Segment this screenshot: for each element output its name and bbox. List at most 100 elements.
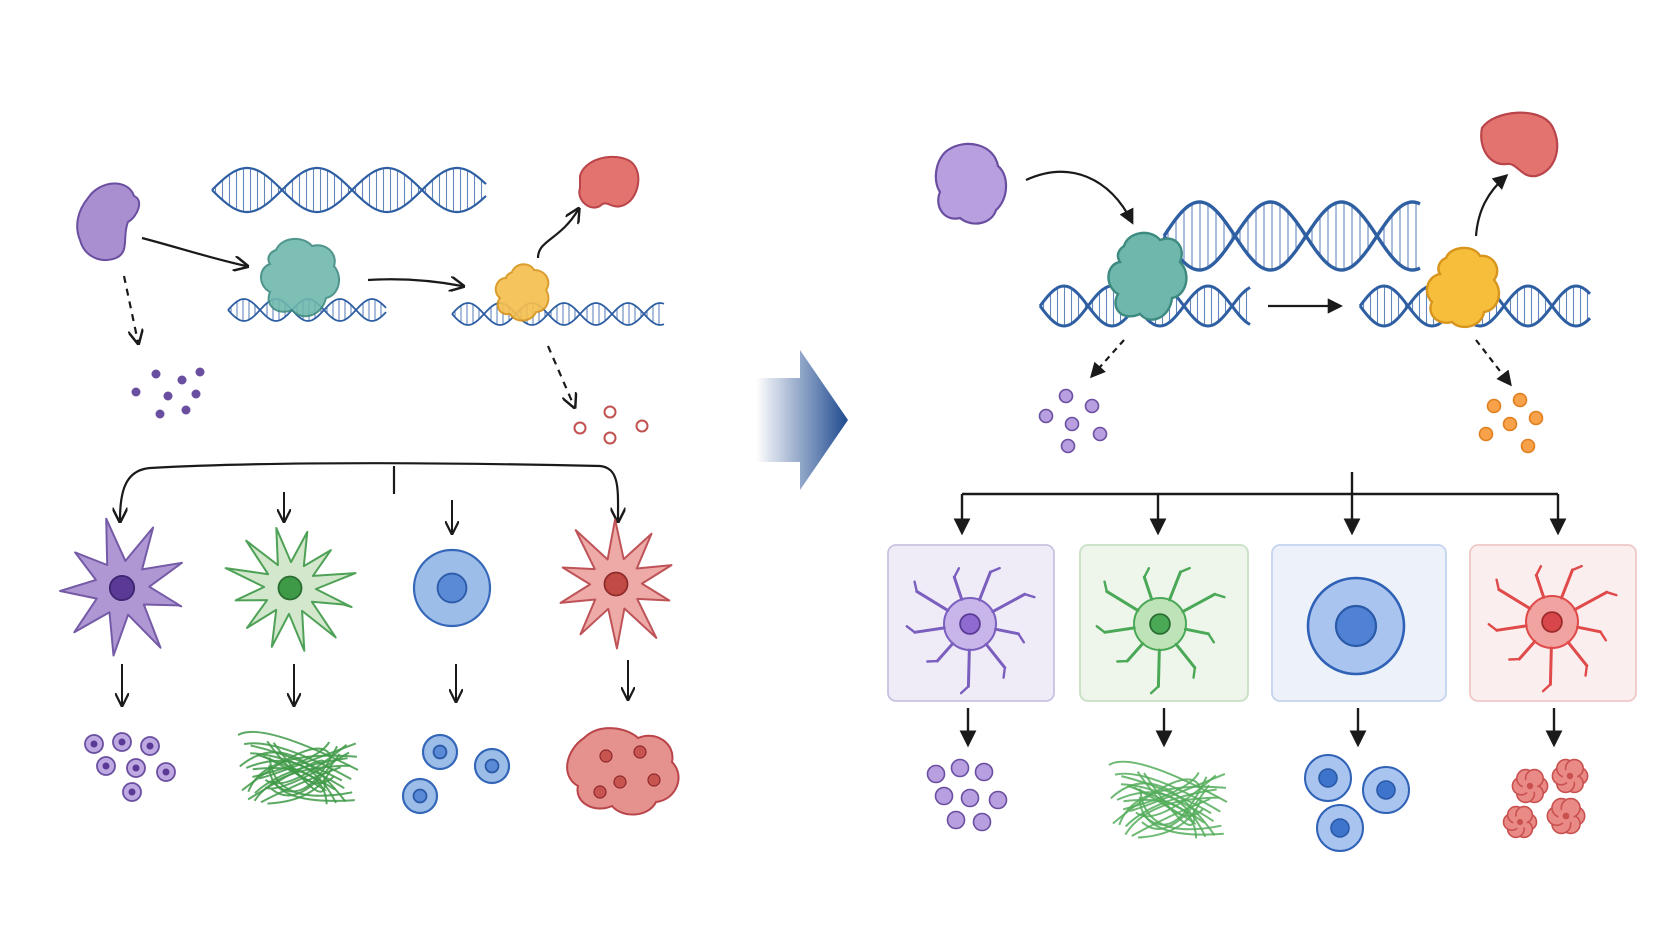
- blue-round-cell-nucleus: [436, 572, 468, 604]
- purple-neuron-cell-process: [984, 642, 1007, 670]
- purple-neuron-cell-branch: [905, 625, 916, 634]
- purple-neuron-cell-branch: [1023, 592, 1036, 599]
- blue-cluster-cell-nucleus: [412, 788, 428, 804]
- red-clump: [566, 727, 680, 816]
- dna-strand: [211, 166, 487, 214]
- purple-neuron-cell-process: [966, 648, 971, 688]
- branch-bracket-sketch: [120, 462, 618, 520]
- fiber: [272, 742, 326, 793]
- green-neuron-cell-branch: [1192, 666, 1197, 679]
- purple-particle-core: [118, 738, 126, 746]
- red-molecule-clean: [1480, 111, 1559, 178]
- red-neuron-cell-branch: [1584, 664, 1589, 677]
- red-neuron-cell-branch: [1541, 683, 1552, 693]
- purple-neuron-cell-branch: [989, 566, 1001, 574]
- sketch-cells: [59, 517, 673, 657]
- red-stellate-cell-nucleus: [603, 571, 629, 597]
- red-flower-cell-dot: [1566, 772, 1574, 780]
- purple-particle-core: [102, 762, 110, 770]
- orange-particles-clean: [1478, 392, 1544, 454]
- fiber: [243, 742, 352, 780]
- fiber: [1112, 778, 1201, 825]
- fiber: [264, 744, 348, 785]
- green-neuron-cell-process: [1105, 589, 1140, 612]
- purple-neuron-cell-branch: [953, 567, 961, 579]
- red-neuron-cell-branch: [1571, 564, 1583, 572]
- red-clump-nucleus: [647, 773, 661, 787]
- branch-bracket-clean: [953, 472, 1567, 536]
- clean-products: [926, 754, 1589, 852]
- sketch-product-arrows: [122, 660, 628, 704]
- green-neuron-cell-process: [1125, 641, 1145, 663]
- fiber: [1136, 771, 1205, 818]
- fiber: [1137, 800, 1202, 839]
- red-particles-sketch: [573, 405, 649, 445]
- purple-particle-core: [162, 768, 170, 776]
- purple-particle-core: [90, 740, 98, 748]
- purple-particle-core: [146, 742, 154, 750]
- arrow-purple-to-teal-clean: [1025, 170, 1134, 225]
- clean-cells: [905, 564, 1618, 695]
- fiber: [1120, 783, 1215, 823]
- fiber: [1138, 796, 1224, 836]
- teal-enzyme-clean: [1107, 231, 1188, 321]
- purple-particle-clean: [960, 788, 980, 808]
- fiber: [1135, 774, 1217, 818]
- green-neuron-cell-process: [1181, 592, 1217, 614]
- dna-strand: [211, 166, 487, 214]
- purple-particles-clean: [1038, 388, 1108, 454]
- red-flower-cell-dot: [1562, 812, 1570, 820]
- purple-neuron-cell-process: [991, 592, 1027, 614]
- purple-neuron-cell-process: [915, 589, 950, 612]
- dna-helix-clean-top: [1162, 200, 1421, 272]
- fiber: [260, 766, 342, 804]
- purple-neuron-cell-branch: [913, 580, 918, 593]
- fiber: [268, 765, 355, 802]
- green-neuron-cell-branch: [1149, 685, 1160, 695]
- red-neuron-cell-process: [1575, 625, 1602, 634]
- fiber: [252, 741, 331, 778]
- red-neuron-cell-process: [1517, 639, 1537, 661]
- fiber: [1114, 772, 1221, 813]
- dna-strand: [1162, 200, 1421, 272]
- fiber: [258, 742, 357, 780]
- yellow-enzyme: [494, 263, 550, 322]
- purple-neuron-cell-branch: [1017, 632, 1026, 644]
- dna-strand: [1162, 200, 1421, 272]
- green-neuron-cell-process: [1156, 648, 1161, 688]
- fiber: [250, 752, 345, 790]
- transition-arrow: [756, 350, 848, 490]
- red-neuron-cell-process: [1534, 573, 1546, 599]
- purple-stellate-cell-nucleus: [108, 574, 136, 602]
- purple-particle-clean: [946, 810, 966, 830]
- blue-cluster-cell-nucleus: [484, 758, 500, 774]
- fiber: [270, 753, 341, 797]
- purple-neuron-cell-process: [913, 626, 946, 634]
- red-clump-nucleus: [593, 785, 607, 799]
- blue-round-cell-clean-nucleus: [1334, 604, 1378, 648]
- purple-particle-clean: [926, 764, 946, 784]
- red-neuron-cell-process: [1497, 587, 1532, 610]
- red-clump-nucleus: [599, 749, 613, 763]
- red-clump-nucleus: [613, 775, 627, 789]
- green-neuron-cell-branch: [1179, 566, 1191, 574]
- red-neuron-cell-branch: [1495, 578, 1500, 591]
- purple-particle-clean: [988, 790, 1008, 810]
- fiber: [267, 768, 333, 805]
- yellow-enzyme-clean: [1425, 246, 1501, 329]
- purple-particle-core: [132, 764, 140, 772]
- green-neuron-cell-branch: [1207, 632, 1216, 644]
- red-neuron-cell-process: [1495, 624, 1528, 632]
- red-neuron-cell-process: [1573, 590, 1609, 612]
- arrow-yellow-to-red: [536, 210, 578, 259]
- fiber: [1143, 772, 1196, 826]
- blue-cluster-cell-nucleus: [432, 744, 448, 760]
- red-molecule: [578, 155, 640, 209]
- blue-cluster-cell-clean-nucleus: [1376, 780, 1396, 800]
- green-neuron-cell-process: [1103, 626, 1136, 634]
- dna-strand: [451, 302, 665, 326]
- green-neuron-cell-branch: [1143, 567, 1151, 579]
- red-neuron-cell-nucleus: [1541, 611, 1563, 633]
